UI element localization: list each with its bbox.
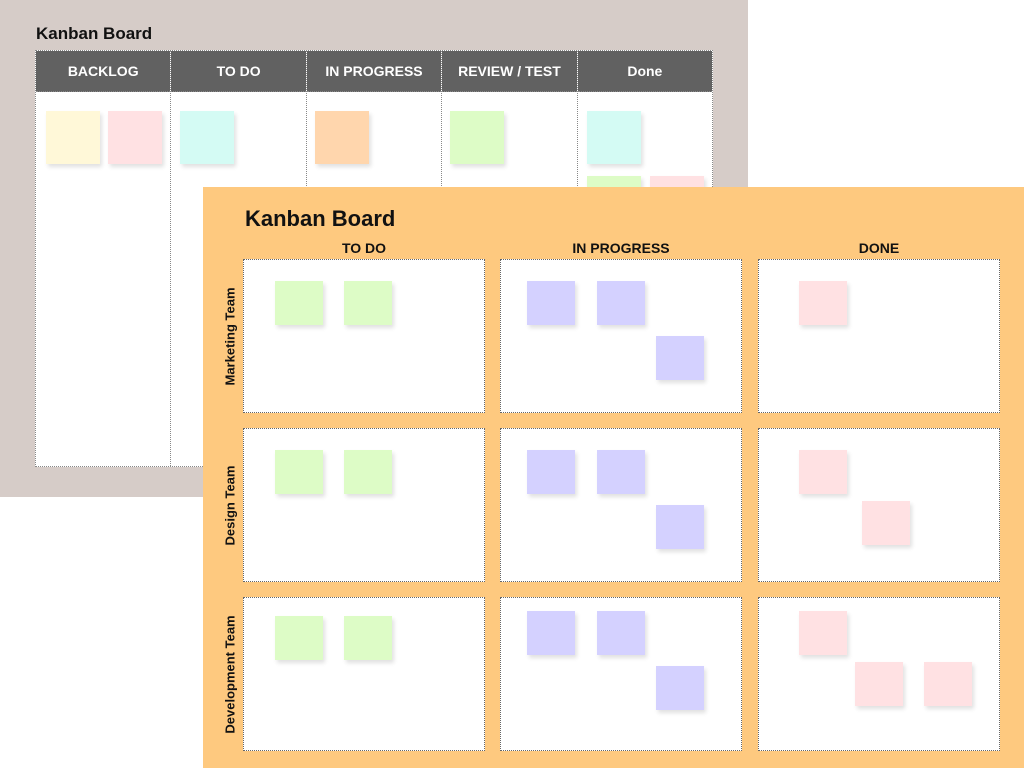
board-cell xyxy=(500,597,742,751)
sticky-note[interactable] xyxy=(799,281,847,325)
row-label: Marketing Team xyxy=(222,286,238,386)
sticky-note[interactable] xyxy=(46,111,100,164)
back-board-title: Kanban Board xyxy=(36,24,153,43)
sticky-note[interactable] xyxy=(108,111,162,164)
row-label: Design Team xyxy=(222,465,238,545)
column-header: IN PROGRESS xyxy=(572,240,670,256)
sticky-note[interactable] xyxy=(855,662,903,706)
board-cell xyxy=(758,259,1000,413)
sticky-note[interactable] xyxy=(597,450,645,494)
board-cell xyxy=(243,597,485,751)
back-column: TO DO xyxy=(171,51,307,466)
sticky-note[interactable] xyxy=(527,611,575,655)
column-header: TO DO xyxy=(341,240,387,256)
row-header: Marketing Team xyxy=(219,259,241,413)
column-header: Done xyxy=(577,51,713,92)
board-cell xyxy=(243,259,485,413)
sticky-note[interactable] xyxy=(656,336,704,380)
column-header: REVIEW / TEST xyxy=(442,51,577,92)
sticky-note[interactable] xyxy=(656,666,704,710)
row-header: Design Team xyxy=(219,428,241,582)
row-header: Development Team xyxy=(219,597,241,751)
sticky-note[interactable] xyxy=(597,611,645,655)
sticky-note[interactable] xyxy=(527,281,575,325)
sticky-note[interactable] xyxy=(597,281,645,325)
board-cell xyxy=(758,428,1000,582)
board-cell xyxy=(758,597,1000,751)
sticky-note[interactable] xyxy=(450,111,505,164)
front-kanban-board: Kanban Board TO DO IN PROGRESS DONE Marketi… xyxy=(203,187,1024,768)
front-board-title: Kanban Board xyxy=(245,206,396,231)
sticky-note[interactable] xyxy=(527,450,575,494)
sticky-note[interactable] xyxy=(344,281,392,325)
sticky-note[interactable] xyxy=(344,450,392,494)
back-column: BACKLOG xyxy=(36,51,172,466)
sticky-note[interactable] xyxy=(924,662,972,706)
sticky-note[interactable] xyxy=(275,616,323,660)
sticky-note[interactable] xyxy=(799,450,847,494)
sticky-note[interactable] xyxy=(275,450,323,494)
column-header: BACKLOG xyxy=(36,51,171,92)
back-column: REVIEW / TEST xyxy=(442,51,578,466)
row-label: Development Team xyxy=(222,614,238,734)
sticky-note[interactable] xyxy=(586,111,641,164)
board-cell xyxy=(243,428,485,582)
sticky-note[interactable] xyxy=(344,616,392,660)
column-header: DONE xyxy=(858,240,900,256)
sticky-note[interactable] xyxy=(275,281,323,325)
column-header: TO DO xyxy=(171,51,306,92)
sticky-note[interactable] xyxy=(180,111,235,164)
sticky-note[interactable] xyxy=(314,111,369,164)
column-header: IN PROGRESS xyxy=(306,51,442,92)
board-cell xyxy=(500,428,742,582)
board-cell xyxy=(500,259,742,413)
sticky-note[interactable] xyxy=(862,501,910,545)
sticky-note[interactable] xyxy=(656,505,704,549)
sticky-note[interactable] xyxy=(799,611,847,655)
